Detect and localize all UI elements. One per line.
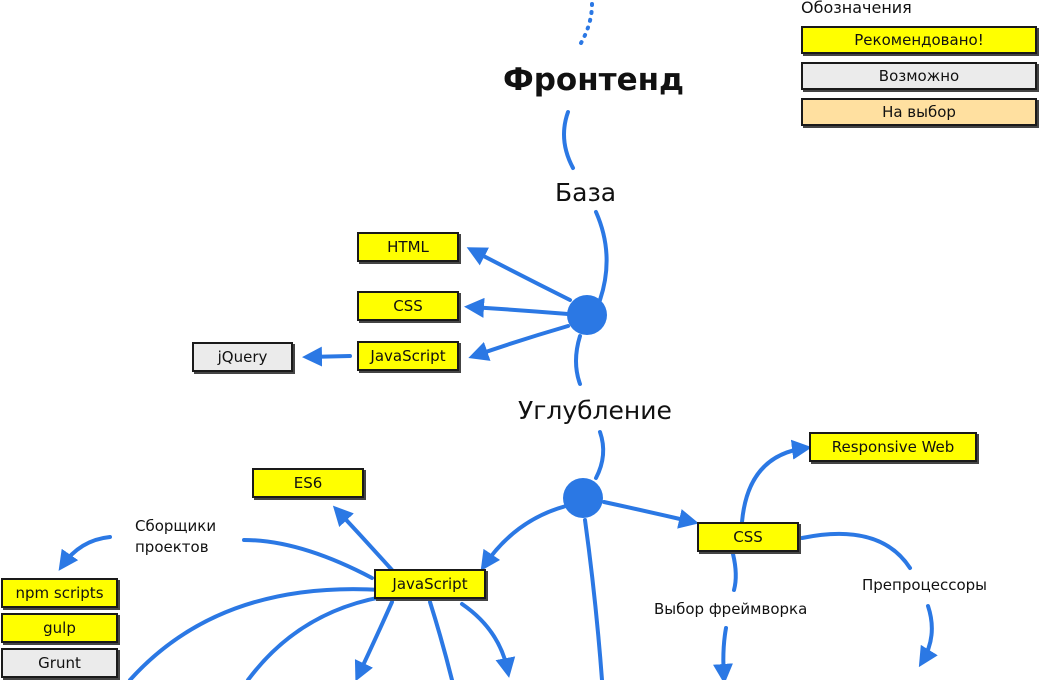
label-preprocessors: Препроцессоры: [862, 576, 988, 594]
label-builders: Сборщики проектов: [135, 517, 217, 556]
node-javascript-base: JavaScript: [357, 341, 459, 371]
node-responsive-web: Responsive Web: [809, 432, 977, 462]
hub-to-css-arrow: [464, 297, 570, 318]
css-to-preprocessors-line: [800, 531, 912, 570]
css-to-framework-line: [731, 552, 738, 592]
builders-arrow: [58, 535, 112, 571]
js-branch-down-1: [354, 600, 394, 680]
js-branch-down-3: [460, 602, 516, 678]
deep-hub: [563, 478, 603, 518]
node-html: HTML: [357, 232, 459, 262]
deep-to-hub2-line: [594, 430, 606, 480]
label-framework: Выбор фреймворка: [654, 600, 808, 618]
legend-title: Обозначения: [801, 0, 912, 17]
js-to-es6-arrow: [332, 505, 394, 572]
hub-to-deep-line: [574, 334, 582, 386]
hub2-to-css-arrow: [602, 500, 699, 529]
js-branch-far-left: [128, 587, 384, 680]
node-jquery: jQuery: [192, 342, 293, 372]
node-es6: ES6: [252, 468, 364, 498]
js-branch-left: [246, 594, 390, 680]
css-to-responsive-arrow: [740, 439, 812, 524]
legend-recommended: Рекомендовано!: [801, 26, 1037, 54]
top-dotted-line: [576, 2, 594, 50]
node-npm-scripts: npm scripts: [1, 578, 118, 608]
section-base: База: [555, 178, 617, 207]
node-css-base: CSS: [357, 291, 459, 321]
legend-optional: На выбор: [801, 98, 1037, 126]
hub-to-html-arrow: [466, 247, 572, 302]
framework-down-arrow: [713, 626, 733, 680]
js-to-jquery-arrow: [302, 346, 352, 367]
title-to-base-line: [562, 110, 575, 170]
js-branch-down-2: [428, 600, 454, 680]
node-gulp: gulp: [1, 613, 118, 643]
node-css-deep: CSS: [697, 522, 799, 552]
legend-possible: Возможно: [801, 62, 1037, 90]
section-deep: Углубление: [518, 396, 672, 425]
hub-to-js-arrow: [468, 324, 570, 361]
base-hub: [567, 295, 607, 335]
node-grunt: Grunt: [1, 648, 118, 678]
hub2-down-line: [583, 518, 604, 680]
base-to-hub-line: [594, 210, 609, 302]
js-to-builders-line: [242, 538, 374, 580]
diagram-title: Фронтенд: [503, 62, 685, 98]
hub2-to-js-arrow: [480, 504, 568, 571]
node-javascript-deep: JavaScript: [374, 569, 486, 599]
preprocessors-down-arrow: [918, 604, 938, 668]
